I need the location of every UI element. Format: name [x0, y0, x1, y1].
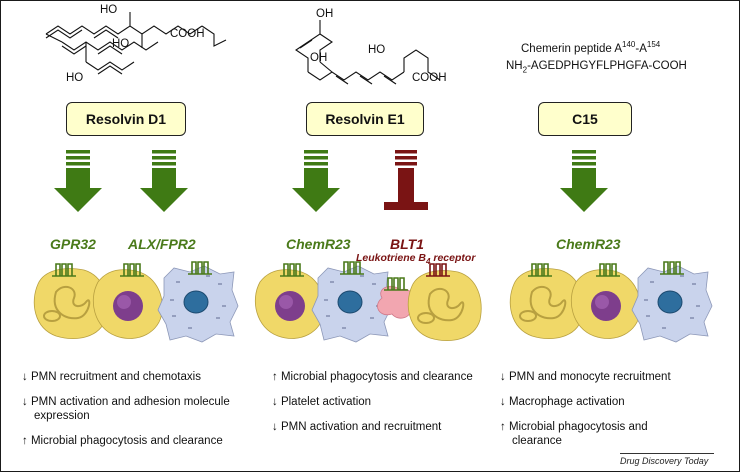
resolvin-d1-structure: [45, 12, 227, 75]
resolvin-e1-structure: [295, 20, 441, 85]
rvd1-ho-bottom: HO: [66, 72, 84, 84]
compound-box-c15: C15: [538, 102, 632, 136]
rve1-cooh: COOH: [412, 72, 447, 84]
effect-rve1-1: ↑ Microbial phagocytosis and clearance: [272, 371, 473, 383]
cell-monocyte-alx: [92, 263, 163, 340]
rve1-oh-top: OH: [316, 8, 334, 20]
receptor-sublabel-blt1: Leukotriene B4 receptor: [356, 252, 476, 267]
effect-rvd1-2: ↓ PMN activation and adhesion molecule: [22, 396, 230, 408]
chemerin-peptide-title: Chemerin peptide A140-A154: [521, 40, 661, 55]
rvd1-ho-mid: HO: [112, 38, 130, 50]
cell-pmn-blt1: [407, 263, 483, 342]
receptor-label-gpr32: GPR32: [50, 236, 96, 252]
effect-c15-3: ↑ Microbial phagocytosis and: [500, 421, 648, 433]
effect-rve1-3: ↓ PMN activation and recruitment: [272, 421, 442, 433]
effect-c15-3b: clearance: [512, 435, 562, 447]
credit-rule: [620, 453, 714, 454]
inhibition-bar-blt1: [384, 150, 428, 210]
receptor-label-alx-fpr2: ALX/FPR2: [128, 236, 196, 252]
chemerin-peptide-sequence: NH2-AGEDPHGYFLPHGFA-COOH: [506, 60, 687, 75]
rvd1-cooh: COOH: [170, 28, 205, 40]
cell-monocyte-c15: [570, 263, 641, 340]
receptor-label-chemr23-c15: ChemR23: [556, 236, 621, 252]
effect-rvd1-2b: expression: [34, 410, 90, 422]
rve1-oh-mid: OH: [310, 52, 328, 64]
cell-macrophage-c15: [631, 261, 713, 343]
cell-macrophage-alx: [157, 261, 239, 343]
effect-c15-1: ↓ PMN and monocyte recruitment: [500, 371, 671, 383]
cell-monocyte-chemr23-e1: [254, 263, 325, 340]
effect-rvd1-1: ↓ PMN recruitment and chemotaxis: [22, 371, 201, 383]
receptor-label-blt1: BLT1: [390, 236, 424, 252]
compound-box-resolvin-d1: Resolvin D1: [66, 102, 186, 136]
rve1-ho: HO: [368, 44, 386, 56]
rvd1-ho-top: HO: [100, 4, 118, 16]
effect-c15-2: ↓ Macrophage activation: [500, 396, 625, 408]
effect-rvd1-3: ↑ Microbial phagocytosis and clearance: [22, 435, 223, 447]
credit-label: Drug Discovery Today: [620, 456, 709, 466]
receptor-label-chemr23-e1: ChemR23: [286, 236, 351, 252]
effect-rve1-2: ↓ Platelet activation: [272, 396, 372, 408]
compound-box-resolvin-e1: Resolvin E1: [306, 102, 424, 136]
